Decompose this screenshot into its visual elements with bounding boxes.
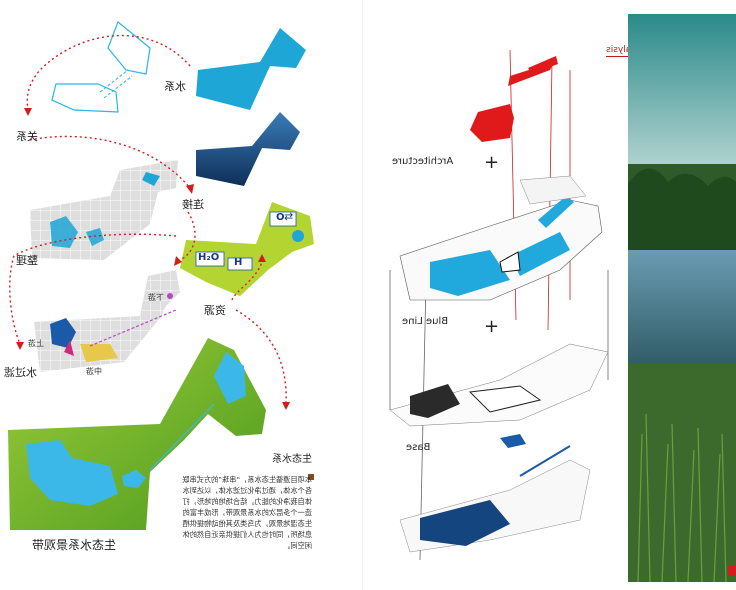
small-label-a-text: 上游 bbox=[28, 339, 44, 348]
layer-label-architecture: Architecture bbox=[392, 156, 453, 167]
label-connect: 连接 bbox=[182, 196, 204, 212]
label-water-process: 水过滤 bbox=[4, 364, 37, 380]
base-layer bbox=[399, 434, 591, 553]
formula-h: H bbox=[234, 257, 243, 268]
label-eco-band: 生态水系景观带 bbox=[32, 536, 116, 553]
label-organize: 整理 bbox=[16, 252, 38, 268]
grid-map-shape bbox=[30, 160, 178, 260]
label-relation: 关系 bbox=[16, 128, 38, 144]
small-label-b-text: 中游 bbox=[86, 367, 102, 376]
label-connect-text: 连接 bbox=[182, 198, 204, 211]
small-label-a: 上游 bbox=[28, 338, 44, 349]
label-water-system: 水系 bbox=[164, 78, 186, 94]
flow-arrows bbox=[9, 34, 287, 405]
label-resource: 资源 bbox=[204, 302, 226, 318]
architecture-layer bbox=[399, 175, 603, 301]
layer-label-blue-line-text: Blue Line bbox=[402, 316, 449, 327]
small-label-b: 中游 bbox=[86, 366, 102, 377]
small-label-c-text: 下游 bbox=[148, 293, 164, 302]
water-system-shape bbox=[196, 28, 306, 186]
arrow-heads bbox=[16, 108, 290, 410]
resource-shape bbox=[180, 202, 314, 296]
left-diagram bbox=[8, 21, 314, 530]
label-water-system-text: 水系 bbox=[164, 80, 186, 93]
architecture-red-shapes bbox=[470, 56, 558, 142]
layer-label-blue-line: Blue Line bbox=[402, 316, 448, 327]
plus-sign-1: + bbox=[484, 152, 500, 173]
label-eco-water: 生态水系 bbox=[272, 450, 312, 465]
label-relation-text: 关系 bbox=[16, 130, 38, 143]
formula-arrow: ⇄ bbox=[284, 210, 294, 223]
layer-label-base-text: Base bbox=[406, 442, 431, 453]
small-label-c: 下游 bbox=[148, 292, 164, 303]
eco-water-band-shape bbox=[8, 338, 266, 530]
landscape-photo bbox=[628, 14, 736, 582]
label-water-process-text: 水过滤 bbox=[4, 366, 37, 379]
label-resource-text: 资源 bbox=[204, 304, 226, 317]
body-text: 本项目遵循生态水系，“串珠”的方式串联各个水体，通过净化过滤水体，以达到水体自我… bbox=[182, 475, 312, 550]
water-outline-shape bbox=[51, 21, 151, 113]
blue-line-layer bbox=[389, 343, 609, 427]
formula-o: O bbox=[276, 212, 285, 223]
layer-diagram bbox=[389, 49, 609, 561]
panel-divider bbox=[362, 0, 363, 590]
caption-marker bbox=[308, 474, 314, 480]
label-organize-text: 整理 bbox=[16, 254, 38, 267]
formula-h2o: H₂O bbox=[198, 252, 220, 263]
label-eco-band-text: 生态水系景观带 bbox=[32, 538, 117, 552]
plus-sign-2: + bbox=[484, 316, 500, 337]
layer-label-base: Base bbox=[406, 442, 430, 453]
landscape-photo-art bbox=[628, 14, 736, 582]
label-eco-water-text: 生态水系 bbox=[272, 454, 312, 465]
water-process-shape bbox=[34, 270, 180, 372]
layer-label-architecture-text: Architecture bbox=[392, 156, 454, 167]
